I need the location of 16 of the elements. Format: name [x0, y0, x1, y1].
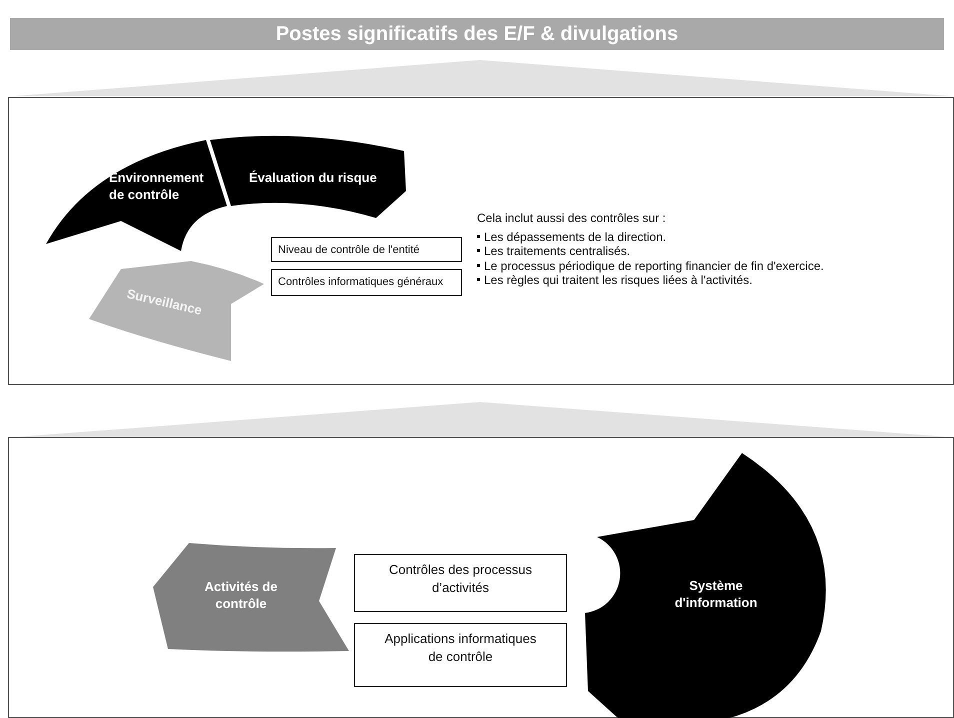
segment-label: Activités de contrôle [204, 578, 278, 612]
bullet-item: Les traitements centralisés. [477, 244, 824, 258]
segment-label: Évaluation du risque [249, 169, 378, 186]
panel-box [8, 97, 954, 385]
text-box: Contrôles informatiques généraux [271, 269, 462, 296]
segment-label: Environnement de contrôle [109, 169, 205, 203]
note-heading: Cela inclut aussi des contrôles sur : [477, 211, 667, 226]
text-box: Applications informatiques de contrôle [354, 623, 567, 687]
bullet-item: Les règles qui traitent les risques liées à l'activités. [477, 273, 824, 288]
title-banner: Postes significatifs des E/F & divulgations [10, 18, 944, 50]
bullet-item: Le processus périodique de reporting financier de fin d'exercice. [477, 258, 824, 273]
panel-box [8, 437, 954, 718]
text-box: Niveau de contrôle de l'entité [271, 237, 462, 262]
bullet-item: Les dépassements de la direction. [477, 230, 824, 244]
text-box: Contrôles des processus d’activités [354, 554, 567, 612]
segment-label: Système d'information [674, 577, 758, 611]
